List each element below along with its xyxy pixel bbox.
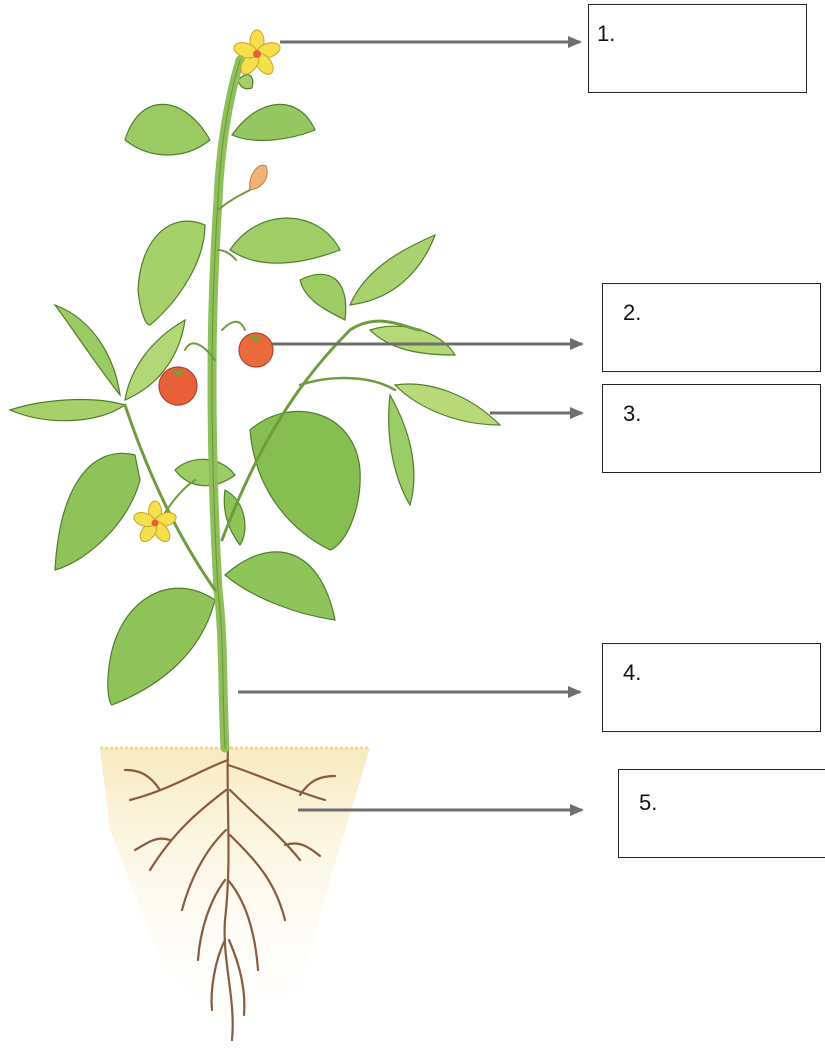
leaf	[225, 552, 335, 620]
leaf	[370, 326, 455, 355]
leaf	[175, 459, 235, 485]
flower-lower	[132, 501, 178, 545]
leaf	[250, 411, 360, 550]
label-box-roots[interactable]: 5.	[618, 769, 825, 858]
label-number: 4.	[623, 660, 641, 686]
leaf	[108, 588, 215, 705]
leaf	[389, 395, 414, 505]
leaf	[232, 104, 315, 140]
leaf	[395, 384, 500, 425]
leaf	[55, 305, 120, 395]
label-number: 5.	[639, 790, 657, 816]
leaf	[224, 490, 245, 545]
leaf	[238, 75, 253, 89]
label-number: 3.	[623, 401, 641, 427]
leaf	[138, 221, 205, 325]
leaf	[55, 453, 140, 570]
label-box-stem[interactable]: 4.	[602, 643, 821, 732]
label-box-flower[interactable]: 1.	[588, 4, 807, 93]
leaf	[300, 274, 346, 320]
leaf	[230, 218, 340, 263]
label-box-leaf[interactable]: 3.	[602, 384, 821, 473]
leaf	[350, 235, 435, 305]
label-number: 2.	[623, 300, 641, 326]
label-number: 1.	[597, 21, 615, 47]
label-box-fruit[interactable]: 2.	[602, 283, 821, 372]
soil-area	[100, 748, 370, 1040]
leaf	[10, 400, 125, 421]
flower-bud	[250, 165, 267, 190]
leaf	[125, 104, 210, 155]
